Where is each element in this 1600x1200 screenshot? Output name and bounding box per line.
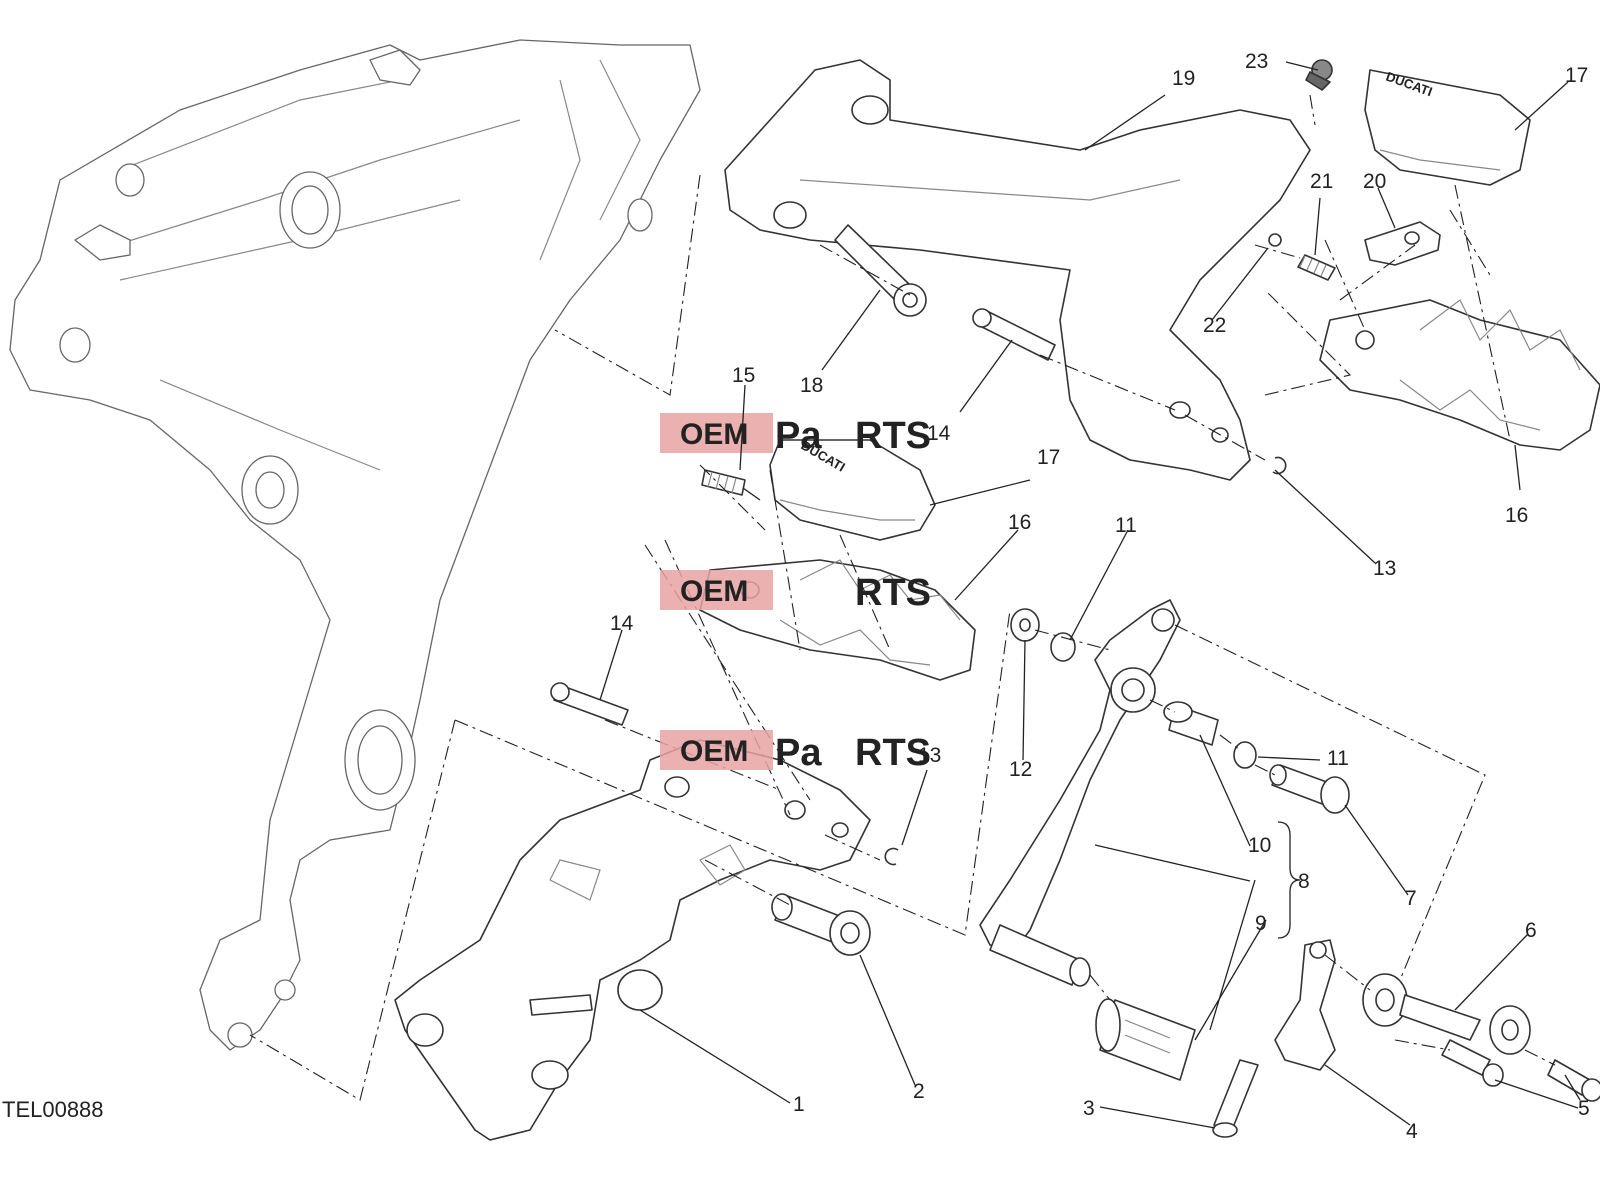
svg-text:RTS: RTS bbox=[855, 732, 931, 774]
spring-15 bbox=[701, 469, 761, 501]
clip-13-lower bbox=[884, 847, 899, 866]
callout-9: 9 bbox=[1255, 912, 1267, 935]
callout-6: 6 bbox=[1525, 919, 1537, 942]
callout-12: 12 bbox=[1009, 758, 1032, 781]
bolts-5 bbox=[1441, 1039, 1600, 1102]
circlip-11-upper bbox=[1050, 632, 1076, 662]
callout-17-middle: 17 bbox=[1037, 446, 1060, 469]
callout-numbers: 19 23 17 21 20 22 18 14 16 13 15 17 16 1… bbox=[610, 50, 1590, 1143]
callout-13-upper: 13 bbox=[1373, 557, 1396, 580]
clip-13-upper bbox=[1272, 456, 1287, 475]
callout-14-upper: 14 bbox=[927, 422, 951, 445]
bolt-2 bbox=[771, 893, 871, 956]
bolt-18 bbox=[834, 224, 927, 317]
linkage-arm-4 bbox=[1274, 939, 1336, 1071]
linkage-rod-6 bbox=[1362, 973, 1531, 1055]
callout-22: 22 bbox=[1203, 314, 1226, 337]
svg-text:OEM: OEM bbox=[680, 575, 748, 608]
leader-lines bbox=[599, 61, 1581, 1129]
watermark-3: OEM Pa RTS bbox=[660, 730, 931, 774]
callout-15: 15 bbox=[732, 364, 755, 387]
callout-11-upper: 11 bbox=[1115, 514, 1137, 537]
frame-structure bbox=[9, 39, 701, 1051]
callout-3: 3 bbox=[1083, 1097, 1095, 1120]
rubber-pad-17-upper: DUCATI bbox=[1364, 69, 1531, 186]
spring-21 bbox=[1297, 254, 1336, 281]
pin-14-lower bbox=[550, 682, 629, 726]
circlip-11-lower bbox=[1233, 741, 1257, 769]
callout-16-upper: 16 bbox=[1505, 504, 1528, 527]
footpeg-16-upper bbox=[1319, 299, 1600, 451]
callout-11-lower: 11 bbox=[1327, 747, 1349, 770]
detent-20 bbox=[1364, 221, 1441, 266]
svg-text:RTS: RTS bbox=[855, 572, 931, 614]
callout-16-middle: 16 bbox=[1008, 511, 1031, 534]
callout-10: 10 bbox=[1248, 834, 1271, 857]
bush-10 bbox=[1163, 701, 1219, 746]
drawing-code: TEL00888 bbox=[2, 1097, 104, 1122]
svg-text:OEM: OEM bbox=[680, 735, 748, 768]
bolt-3 bbox=[1212, 1059, 1259, 1138]
front-footpeg-bracket bbox=[394, 739, 871, 1141]
callout-19: 19 bbox=[1172, 67, 1195, 90]
callout-8: 8 bbox=[1298, 870, 1310, 893]
callout-4: 4 bbox=[1406, 1120, 1418, 1143]
svg-text:Pa: Pa bbox=[775, 415, 822, 457]
callout-20: 20 bbox=[1363, 170, 1386, 193]
lever-rubber-9 bbox=[1095, 998, 1196, 1081]
washer-12 bbox=[1010, 608, 1040, 642]
callout-13-lower: 13 bbox=[918, 744, 941, 767]
watermark-2: OEM RTS bbox=[660, 570, 931, 614]
group-brace-8 bbox=[1277, 821, 1301, 939]
callout-23: 23 bbox=[1245, 50, 1268, 73]
svg-text:Pa: Pa bbox=[775, 732, 822, 774]
callout-18: 18 bbox=[800, 374, 823, 397]
callout-5: 5 bbox=[1578, 1097, 1590, 1120]
ball-22 bbox=[1268, 233, 1282, 247]
rear-footpeg-bracket bbox=[724, 59, 1311, 481]
lever-8 bbox=[979, 599, 1181, 987]
callout-2: 2 bbox=[913, 1080, 925, 1103]
callout-14-lower: 14 bbox=[610, 612, 634, 635]
pivot-pin-7 bbox=[1269, 764, 1350, 814]
watermark-1: OEM Pa RTS bbox=[660, 413, 931, 457]
screw-23 bbox=[1305, 59, 1333, 91]
callout-7: 7 bbox=[1405, 887, 1417, 910]
svg-text:OEM: OEM bbox=[680, 418, 748, 451]
callout-17-upper: 17 bbox=[1565, 64, 1588, 87]
callout-1: 1 bbox=[793, 1093, 805, 1116]
svg-text:RTS: RTS bbox=[855, 415, 931, 457]
pin-14-upper bbox=[972, 308, 1056, 361]
callout-21: 21 bbox=[1310, 170, 1333, 193]
